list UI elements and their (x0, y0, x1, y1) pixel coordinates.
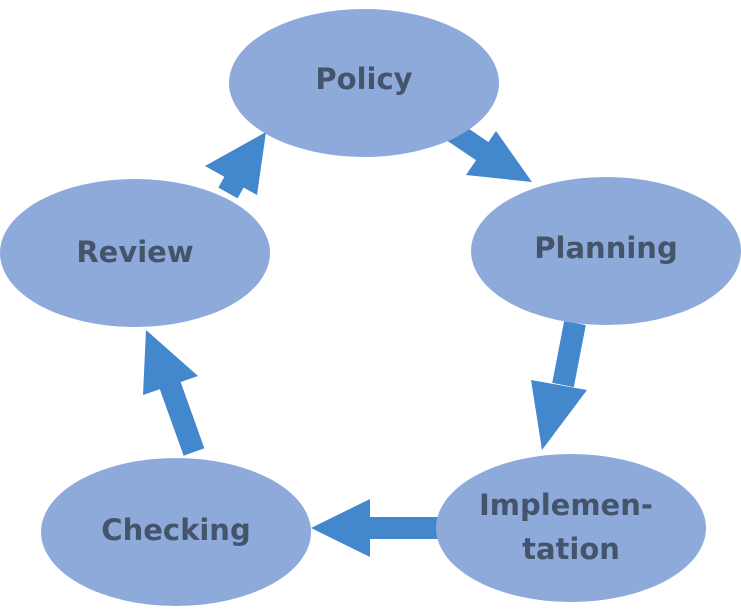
node-review-label-line-1: Review (76, 235, 193, 269)
node-planning-label: Planning (534, 231, 677, 265)
node-implementation-label-line-2: tation (522, 532, 620, 566)
node-review-label: Review (76, 235, 193, 269)
node-implementation-label-line-1: Implemen- (479, 488, 653, 522)
edge-implementation-checking-head (311, 499, 370, 557)
edge-planning-implementation-shaft (552, 320, 586, 388)
node-checking-label: Checking (101, 513, 250, 547)
edge-policy-planning-head (466, 131, 532, 182)
node-policy-label-line-1: Policy (315, 62, 412, 96)
node-policy-label: Policy (315, 62, 412, 96)
node-planning: Planning (471, 177, 741, 325)
node-policy: Policy (229, 9, 499, 157)
node-planning-shape (471, 177, 741, 325)
node-review-shape (0, 179, 270, 327)
node-policy-shape (229, 9, 499, 157)
edge-planning-implementation-head (531, 380, 587, 450)
edge-checking-review-head (143, 330, 198, 395)
node-implementation-label: Implemen- tation (479, 488, 663, 566)
node-implementation-shape (436, 454, 706, 602)
node-checking: Checking (41, 458, 311, 606)
edge-review-policy (205, 132, 266, 199)
edge-review-policy-head (205, 132, 266, 195)
edge-implementation-checking (311, 499, 438, 557)
node-checking-shape (41, 458, 311, 606)
node-implementation: Implemen- tation (436, 454, 706, 602)
edge-checking-review-shaft (159, 381, 205, 456)
node-review: Review (0, 179, 270, 327)
edge-checking-review (143, 330, 205, 456)
node-planning-label-line-1: Planning (534, 231, 677, 265)
edge-planning-implementation (531, 320, 587, 450)
node-checking-label-line-1: Checking (101, 513, 250, 547)
edge-policy-planning (441, 118, 532, 182)
